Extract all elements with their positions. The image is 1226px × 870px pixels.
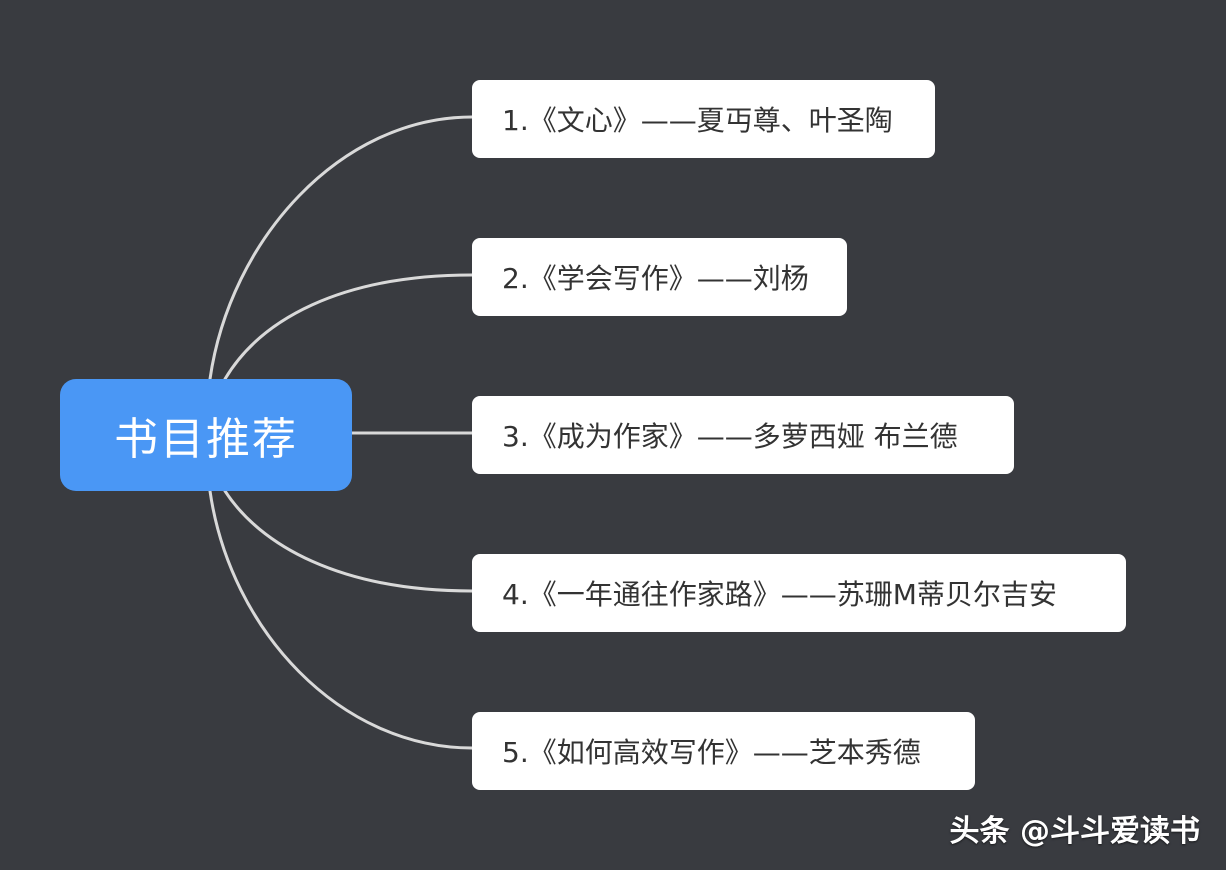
branch-topic-label: 1.《文心》——夏丏尊、叶圣陶 xyxy=(502,104,893,137)
branch-topic-3[interactable]: 3.《成为作家》——多萝西娅 布兰德 xyxy=(472,396,1014,474)
root-topic[interactable]: 书目推荐 xyxy=(60,379,352,491)
branch-topic-4[interactable]: 4.《一年通往作家路》——苏珊M蒂贝尔吉安 xyxy=(472,554,1126,632)
branch-topic-label: 5.《如何高效写作》——芝本秀德 xyxy=(502,736,921,769)
connector-5 xyxy=(208,489,474,750)
branch-topic-2[interactable]: 2.《学会写作》——刘杨 xyxy=(472,238,847,316)
connector-1 xyxy=(208,115,474,381)
branch-topic-1[interactable]: 1.《文心》——夏丏尊、叶圣陶 xyxy=(472,80,935,158)
branch-topic-label: 2.《学会写作》——刘杨 xyxy=(502,262,809,295)
branch-topic-label: 4.《一年通往作家路》——苏珊M蒂贝尔吉安 xyxy=(502,578,1057,611)
connector-4 xyxy=(223,489,474,593)
root-topic-label: 书目推荐 xyxy=(114,414,298,465)
branch-topic-label: 3.《成为作家》——多萝西娅 布兰德 xyxy=(502,420,958,453)
branch-topic-5[interactable]: 5.《如何高效写作》——芝本秀德 xyxy=(472,712,975,790)
watermark: 头条 @斗斗爱读书 xyxy=(949,814,1200,849)
connector-2 xyxy=(223,273,474,381)
